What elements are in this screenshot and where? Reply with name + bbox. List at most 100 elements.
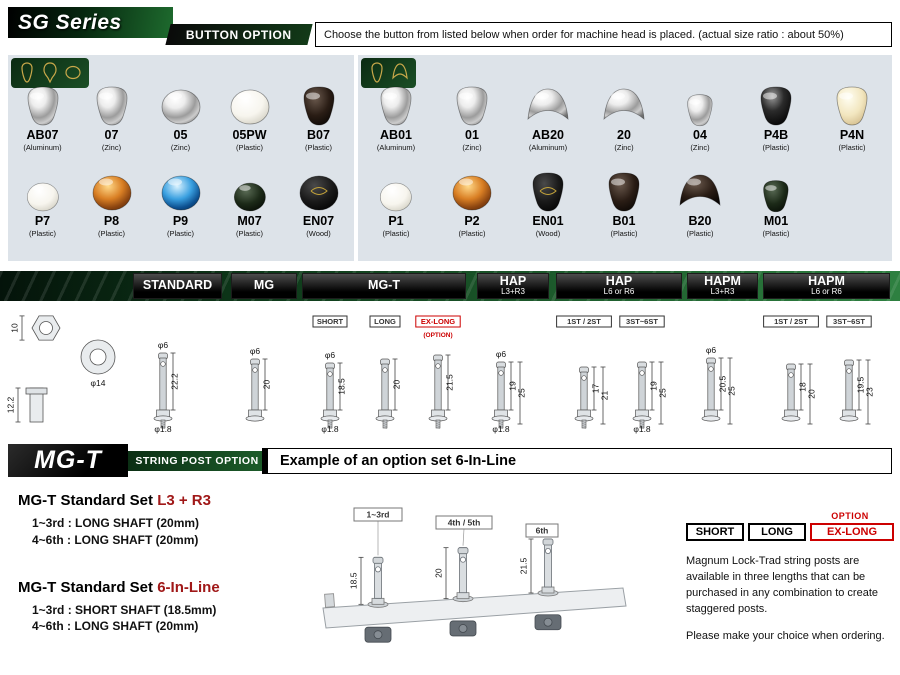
- svg-text:1ST / 2ST: 1ST / 2ST: [567, 317, 601, 326]
- button-image: [358, 81, 434, 127]
- button-image: [358, 167, 434, 213]
- button-item-AB01: AB01(Aluminum): [358, 81, 434, 152]
- button-material: (Aluminum): [376, 142, 416, 152]
- svg-text:1ST / 2ST: 1ST / 2ST: [774, 317, 808, 326]
- button-name: AB07: [26, 128, 59, 142]
- button-item-P4N: P4N(Plastic): [814, 81, 890, 152]
- svg-text:φ6: φ6: [496, 349, 507, 359]
- button-item-EN07: EN07(Wood): [284, 167, 353, 238]
- kidney-button-icon: [371, 62, 383, 83]
- svg-text:23: 23: [865, 387, 875, 397]
- svg-text:21.5: 21.5: [445, 374, 455, 391]
- svg-text:SHORT: SHORT: [317, 317, 344, 326]
- svg-text:10: 10: [10, 323, 20, 333]
- oval-button-icon: [65, 65, 81, 80]
- button-name: P2: [464, 214, 480, 228]
- button-item-M01: M01(Plastic): [738, 167, 814, 238]
- button-item-EN01: EN01(Wood): [510, 167, 586, 238]
- button-image: [434, 81, 510, 127]
- button-shape-icons: [361, 58, 416, 88]
- button-material: (Plastic): [28, 228, 57, 238]
- button-name: B01: [612, 214, 636, 228]
- button-image: [662, 81, 738, 127]
- button-material: (Zinc): [690, 142, 710, 152]
- button-image: [738, 167, 814, 213]
- svg-text:φ14: φ14: [91, 378, 106, 388]
- svg-text:1~3rd: 1~3rd: [367, 510, 390, 520]
- button-image: [284, 167, 353, 213]
- svg-text:φ6: φ6: [706, 345, 717, 355]
- button-image: [146, 81, 215, 127]
- button-name: EN01: [532, 214, 564, 228]
- button-item-05PW: 05PW(Plastic): [215, 81, 284, 152]
- button-image: [662, 167, 738, 213]
- button-name: 20: [617, 128, 631, 142]
- shaft-option-long: LONG: [748, 523, 806, 541]
- mgt-note: Please make your choice when ordering.: [686, 630, 885, 642]
- button-material: (Wood): [535, 228, 561, 238]
- button-material: (Plastic): [762, 228, 790, 238]
- button-item-M07: M07(Plastic): [215, 167, 284, 238]
- button-item-P1: P1(Plastic): [358, 167, 434, 238]
- button-item-AB07: AB07(Aluminum): [8, 81, 77, 152]
- svg-text:17: 17: [591, 384, 601, 394]
- svg-text:φ1.8: φ1.8: [633, 424, 651, 434]
- button-name: P8: [103, 214, 120, 228]
- svg-text:4th / 5th: 4th / 5th: [448, 518, 481, 528]
- button-item-01: 01(Zinc): [434, 81, 510, 152]
- button-material: (Zinc): [462, 142, 482, 152]
- button-material: (Plastic): [762, 142, 790, 152]
- button-material: (Plastic): [304, 142, 333, 152]
- button-image: [215, 167, 284, 213]
- example-title: Example of an option set 6-In-Line: [280, 453, 517, 469]
- svg-text:19.5: 19.5: [856, 376, 866, 393]
- button-image: [8, 81, 77, 127]
- button-item-05: 05(Zinc): [146, 81, 215, 152]
- button-image: [77, 167, 146, 213]
- svg-text:(OPTION): (OPTION): [423, 332, 452, 339]
- svg-text:φ1.8: φ1.8: [154, 424, 172, 434]
- set-title: MG-T Standard Set L3 + R3: [18, 492, 211, 509]
- svg-text:LONG: LONG: [374, 317, 396, 326]
- button-name: P4N: [839, 128, 865, 142]
- svg-text:3ST~6ST: 3ST~6ST: [833, 317, 865, 326]
- button-item-B20: B20(Plastic): [662, 167, 738, 238]
- button-image: [586, 167, 662, 213]
- button-material: (Zinc): [614, 142, 634, 152]
- button-image: [510, 167, 586, 213]
- halfmoon-button-icon: [392, 63, 408, 80]
- button-panel-left: AB07(Aluminum) 07 (Zinc)05(Zinc)05PW(Plast…: [8, 55, 354, 261]
- string-post-option-banner: STRING POST OPTION: [128, 451, 266, 471]
- string-post-option-label: STRING POST OPTION: [135, 455, 259, 467]
- button-option-banner: BUTTON OPTION: [165, 24, 313, 45]
- kidney-button-icon: [21, 62, 33, 83]
- svg-text:20: 20: [807, 389, 817, 399]
- button-image: [8, 167, 77, 213]
- button-name: B07: [307, 128, 330, 142]
- button-image: [586, 81, 662, 127]
- button-name: 07: [104, 128, 119, 142]
- button-item-AB20: AB20(Aluminum): [510, 81, 586, 152]
- button-item-04: 04(Zinc): [662, 81, 738, 152]
- button-name: P9: [172, 214, 189, 228]
- button-shape-icons: [11, 58, 89, 88]
- set-title: MG-T Standard Set 6-In-Line: [18, 578, 220, 596]
- svg-text:20: 20: [434, 568, 444, 578]
- svg-text:3ST~6ST: 3ST~6ST: [626, 317, 658, 326]
- button-material: (Plastic): [610, 228, 638, 238]
- button-option-label: BUTTON OPTION: [186, 27, 292, 42]
- button-material: (Aluminum): [528, 142, 568, 152]
- shaft-option-ex-long: EX-LONG: [810, 523, 894, 541]
- shaft-option-short: SHORT: [686, 523, 744, 541]
- button-material: (Zinc): [170, 142, 191, 152]
